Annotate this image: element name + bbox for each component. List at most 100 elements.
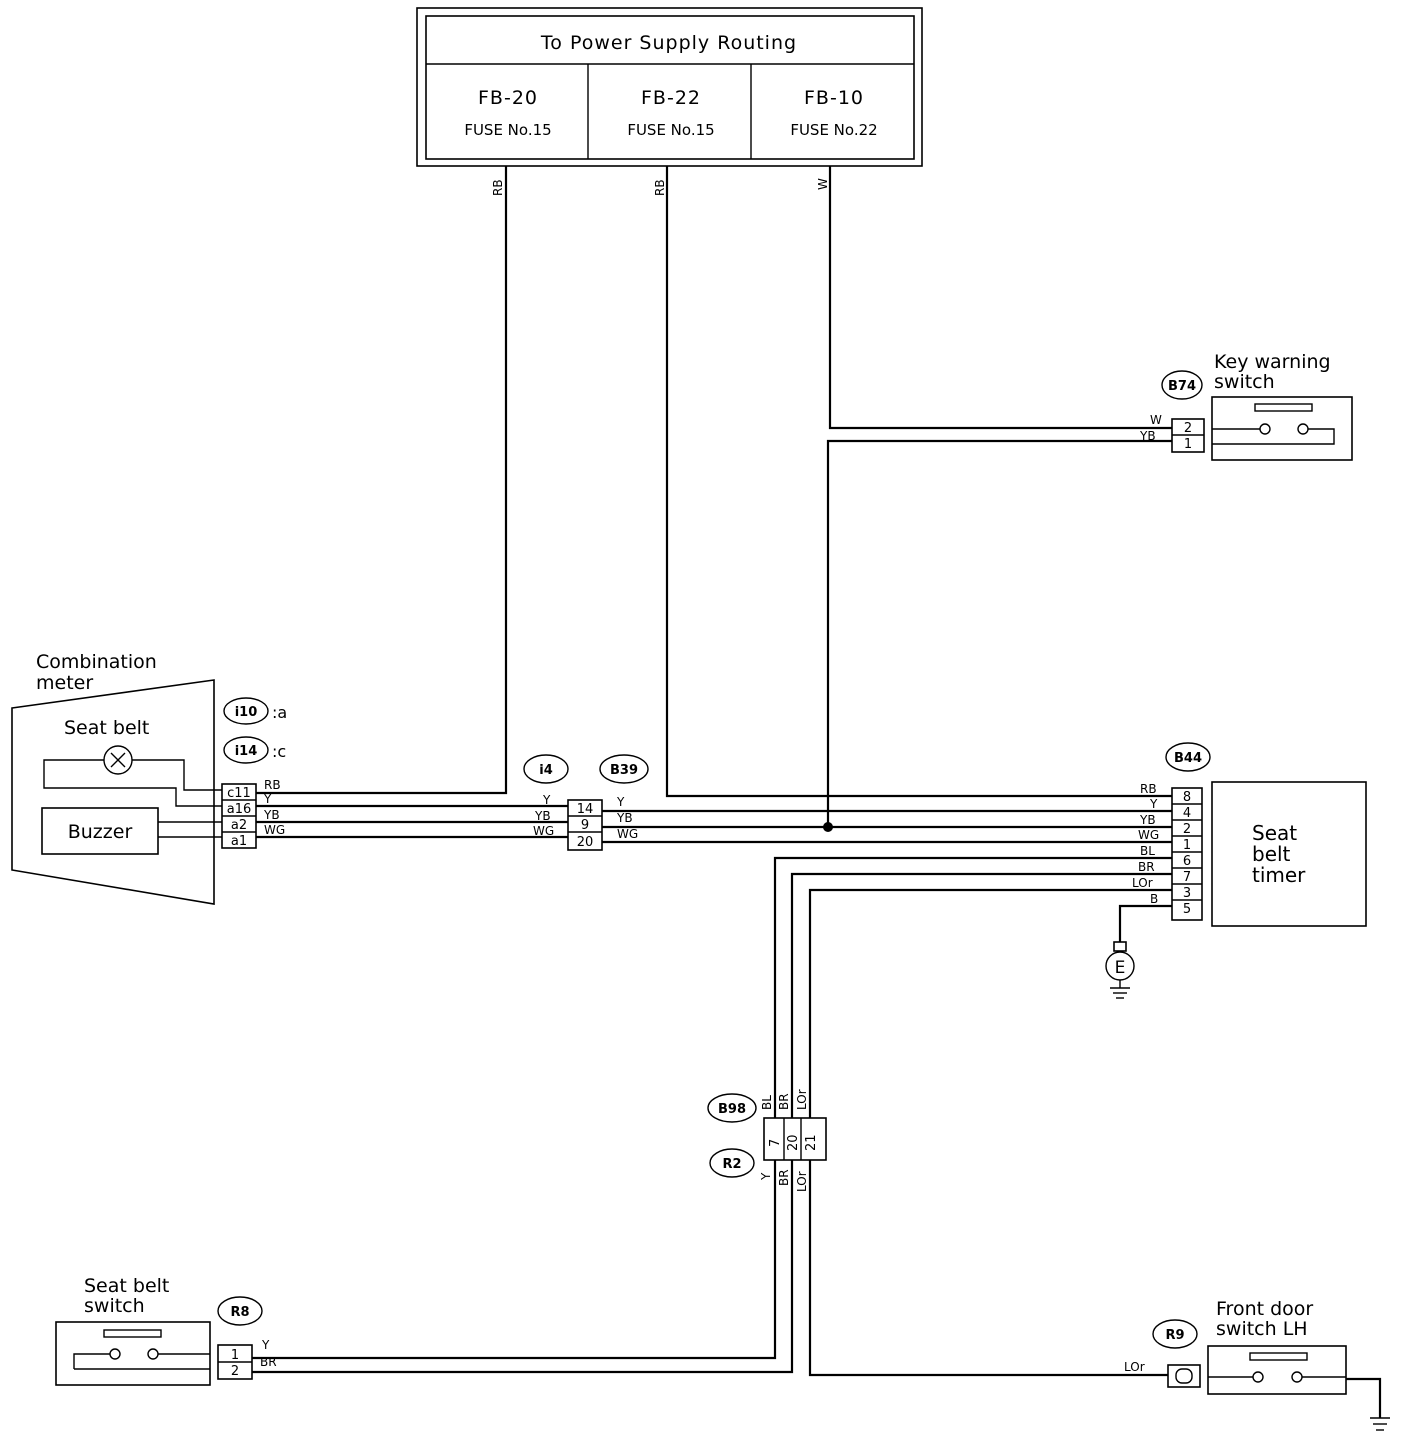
seat-belt-switch-label-2: switch [84,1295,145,1317]
wire-label-y-i4: Y [542,793,551,807]
ground-e-label: E [1115,958,1126,978]
wire-label-y-b39: Y [616,795,625,809]
meter-pin-a16: a16 [227,802,252,817]
seat-belt-timer: B44 8 4 2 1 6 7 3 5 Seat belt timer E [1105,742,1367,999]
wire-label-b-timer: B [1150,892,1158,906]
junction-dot [823,822,833,832]
wire-label-br-b98: BR [777,1093,791,1110]
fuse-box-fb20: FB-20 [478,87,538,109]
wire-label-w-1: W [816,178,830,190]
wire-label-yb-key: YB [1139,429,1156,443]
seat-belt-switch: Seat belt switch R8 1 2 [55,1275,263,1386]
wire-label-lor-door: LOr [1124,1360,1145,1374]
wire-lor [808,888,1172,1118]
wire-label-wg-timer: WG [1138,828,1159,842]
key-warning-label-1: Key warning [1214,351,1331,373]
power-supply-title: To Power Supply Routing [540,32,797,54]
connector-i4: i4 [539,763,553,778]
wire-label-br-seat-switch: BR [260,1355,277,1369]
wires [252,166,1382,1418]
connector-b98: B98 [718,1102,746,1117]
combination-meter-title-2: meter [36,672,93,694]
wire-label-y-seat-switch: Y [261,1338,270,1352]
timer-label-3: timer [1252,863,1306,887]
combination-meter: Combination meter Seat belt Buzzer i10 :… [11,651,287,905]
timer-pin-5: 5 [1183,902,1191,917]
wire-br [790,872,1172,1118]
connector-r8: R8 [230,1305,249,1320]
connector-r2: R2 [722,1157,741,1172]
connector-i10: i10 [235,705,258,720]
wire-label-rb-2: RB [653,179,667,196]
fuse-box-fb10: FB-10 [804,87,864,109]
seat-belt-lamp-label: Seat belt [64,717,149,739]
key-switch-pin-2: 2 [1184,421,1192,436]
wire-br-seat-switch [252,1160,794,1374]
key-switch-pin-1: 1 [1184,437,1192,452]
mid-pin-7: 7 [768,1139,783,1147]
fuse-number-2: FUSE No.15 [627,121,714,139]
timer-pin-2: 2 [1183,822,1191,837]
timer-pin-7: 7 [1183,870,1191,885]
wire-label-lor-b98: LOr [795,1089,809,1110]
combination-meter-title-1: Combination [36,651,157,673]
wire-yb-key [826,439,1172,827]
wire-label-br-r2: BR [777,1169,791,1186]
buzzer-box [41,807,159,855]
mid-pin-20: 20 [786,1134,801,1151]
meter-pin-c11: c11 [227,786,251,801]
key-warning-label-2: switch [1214,371,1275,393]
front-door-switch: Front door switch LH R9 [1152,1298,1390,1431]
wire-label-lor-timer: LOr [1132,876,1153,890]
wire-y-seat-switch [252,1160,777,1360]
wire-label-wg-i4: WG [533,824,554,838]
wire-label-wg-meter: WG [264,823,285,837]
timer-pin-1: 1 [1183,838,1191,853]
wire-bl [773,856,1172,1118]
wire-label-wg-b39: WG [617,827,638,841]
wire-w-fb10 [828,166,1172,430]
connector-i14-suffix: :c [272,742,286,761]
junction-connector: i4 B39 14 9 20 [523,754,649,851]
timer-pin-8: 8 [1183,790,1191,805]
buzzer-label: Buzzer [68,821,133,843]
fuse-box-fb22: FB-22 [641,87,701,109]
door-switch-label-2: switch LH [1216,1318,1308,1340]
wire-label-bl-timer: BL [1140,844,1155,858]
power-supply-box: To Power Supply Routing FB-20 FUSE No.15… [416,7,923,167]
connector-i14: i14 [235,744,258,759]
seat-belt-switch-label-1: Seat belt [84,1275,169,1297]
wire-label-yb-meter: YB [263,808,280,822]
wire-color-labels: RB RB W W YB RB Y YB WG Y YB WG Y YB WG … [260,178,1162,1374]
wire-label-rb-meter: RB [264,778,281,792]
wire-door-ground [1346,1377,1382,1418]
timer-label-2: belt [1252,842,1291,866]
wire-label-rb-timer: RB [1140,782,1157,796]
wire-label-w-2: W [1150,413,1162,427]
connector-b39: B39 [610,763,638,778]
meter-pin-a1: a1 [231,834,247,849]
connector-b44: B44 [1174,751,1202,766]
wire-label-bl-b98: BL [760,1095,774,1110]
wire-label-y-r2: Y [759,1172,773,1181]
door-switch-label-1: Front door [1216,1298,1313,1320]
wire-label-yb-b39: YB [616,811,633,825]
wire-b-ground [1118,904,1172,944]
wire-rb-fb22 [665,166,1172,798]
timer-label-1: Seat [1252,821,1297,845]
junction-pin-14: 14 [577,802,594,817]
connector-r9: R9 [1165,1328,1184,1343]
wire-rb-fb20 [256,166,508,795]
timer-pin-4: 4 [1183,806,1191,821]
wire-label-br-timer: BR [1138,860,1155,874]
wire-lor-door-switch [808,1160,1168,1377]
connector-i10-suffix: :a [272,703,287,722]
fuse-number-3: FUSE No.22 [790,121,877,139]
fuse-number-1: FUSE No.15 [464,121,551,139]
mid-connector: B98 R2 7 20 21 [707,1093,827,1178]
seat-switch-pin-2: 2 [231,1364,239,1379]
mid-pin-21: 21 [804,1134,819,1151]
key-warning-switch: Key warning switch B74 2 1 [1161,351,1353,461]
connector-b74: B74 [1168,379,1196,394]
